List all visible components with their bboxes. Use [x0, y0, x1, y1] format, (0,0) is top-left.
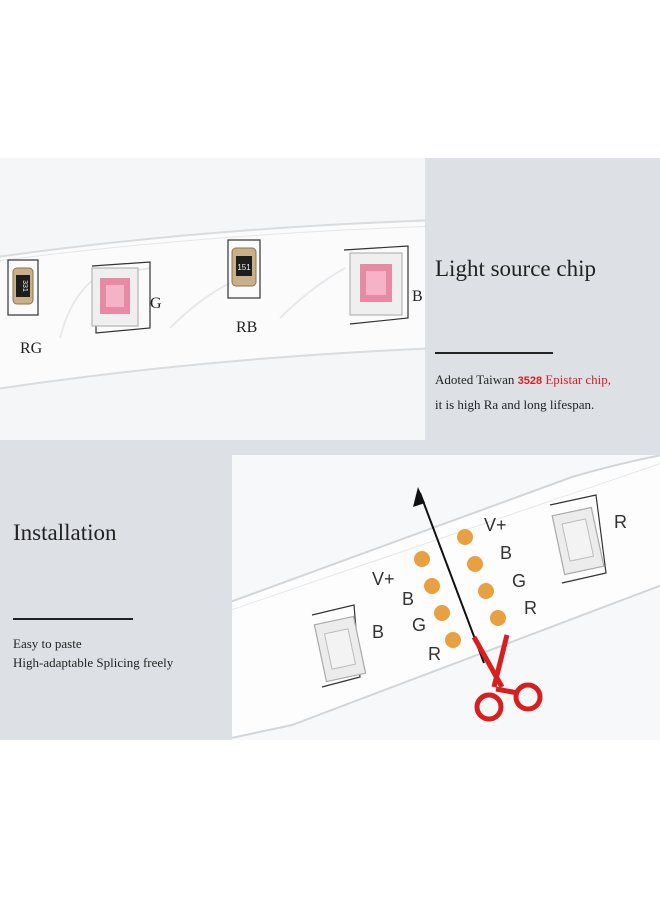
- chip-left-label: B: [372, 622, 384, 642]
- pad-right-g: [478, 583, 494, 599]
- label-g: G: [150, 295, 162, 312]
- strip-body: [0, 219, 425, 390]
- label-b: B: [412, 288, 423, 305]
- installation-info-panel: Installation Easy to paste High-adaptabl…: [0, 440, 232, 740]
- cut-line-photo: B R V+ B G R V+ B G R: [232, 455, 660, 740]
- installation-line-2: High-adaptable Splicing freely: [13, 655, 174, 670]
- led-chip-right: [549, 494, 607, 584]
- chip-right-label: R: [614, 512, 627, 532]
- right-pad-label-g: G: [512, 571, 526, 591]
- resistor-label-2: 151: [237, 263, 251, 272]
- pad-left-vplus: [414, 551, 430, 567]
- left-pad-label-g: G: [412, 615, 426, 635]
- chip-description-line-2: it is high Ra and long lifespan.: [435, 397, 595, 412]
- line1-suffix: Epistar chip,: [542, 372, 612, 387]
- label-rg: RG: [20, 340, 43, 357]
- light-source-info-panel: Light source chip Adoted Taiwan 3528 Epi…: [425, 158, 660, 440]
- light-source-title: Light source chip: [435, 256, 596, 281]
- cut-line-illustration: B R V+ B G R V+ B G R: [232, 455, 660, 739]
- label-rb: RB: [236, 319, 257, 336]
- pad-right-b: [467, 556, 483, 572]
- line1-prefix: Adoted Taiwan: [435, 372, 518, 387]
- installation-line-1: Easy to paste: [13, 636, 82, 651]
- gray-divider-strip: [232, 440, 660, 455]
- pad-right-vplus: [457, 529, 473, 545]
- right-pad-label-r: R: [524, 598, 537, 618]
- right-pad-label-vplus: V+: [484, 515, 507, 535]
- led-chip-2: [343, 245, 409, 325]
- cut-line-arrow: [413, 487, 485, 664]
- led-chip-1: [91, 261, 151, 334]
- pad-left-g: [434, 605, 450, 621]
- resistor-label-1: 331: [21, 280, 28, 292]
- led-chip-left: [311, 604, 367, 688]
- resistor-1: 331: [7, 259, 39, 316]
- led-strip-photo: 331 RG G 151 RB B: [0, 158, 425, 440]
- scissors-icon: [471, 634, 543, 722]
- left-pad-label-r: R: [428, 644, 441, 664]
- pad-left-r: [445, 632, 461, 648]
- left-pad-label-b: B: [402, 589, 414, 609]
- resistor-2: 151: [227, 239, 261, 299]
- right-pad-label-b: B: [500, 543, 512, 563]
- led-strip-illustration: 331 RG G 151 RB B: [0, 219, 425, 390]
- pad-right-r: [490, 610, 506, 626]
- left-pad-label-vplus: V+: [372, 569, 395, 589]
- title-divider: [435, 352, 553, 354]
- chip-model-number: 3528: [517, 375, 543, 387]
- installation-title: Installation: [13, 520, 117, 545]
- installation-divider: [13, 618, 133, 620]
- pad-left-b: [424, 578, 440, 594]
- chip-description-line-1: Adoted Taiwan 3528 Epistar chip,: [435, 372, 611, 388]
